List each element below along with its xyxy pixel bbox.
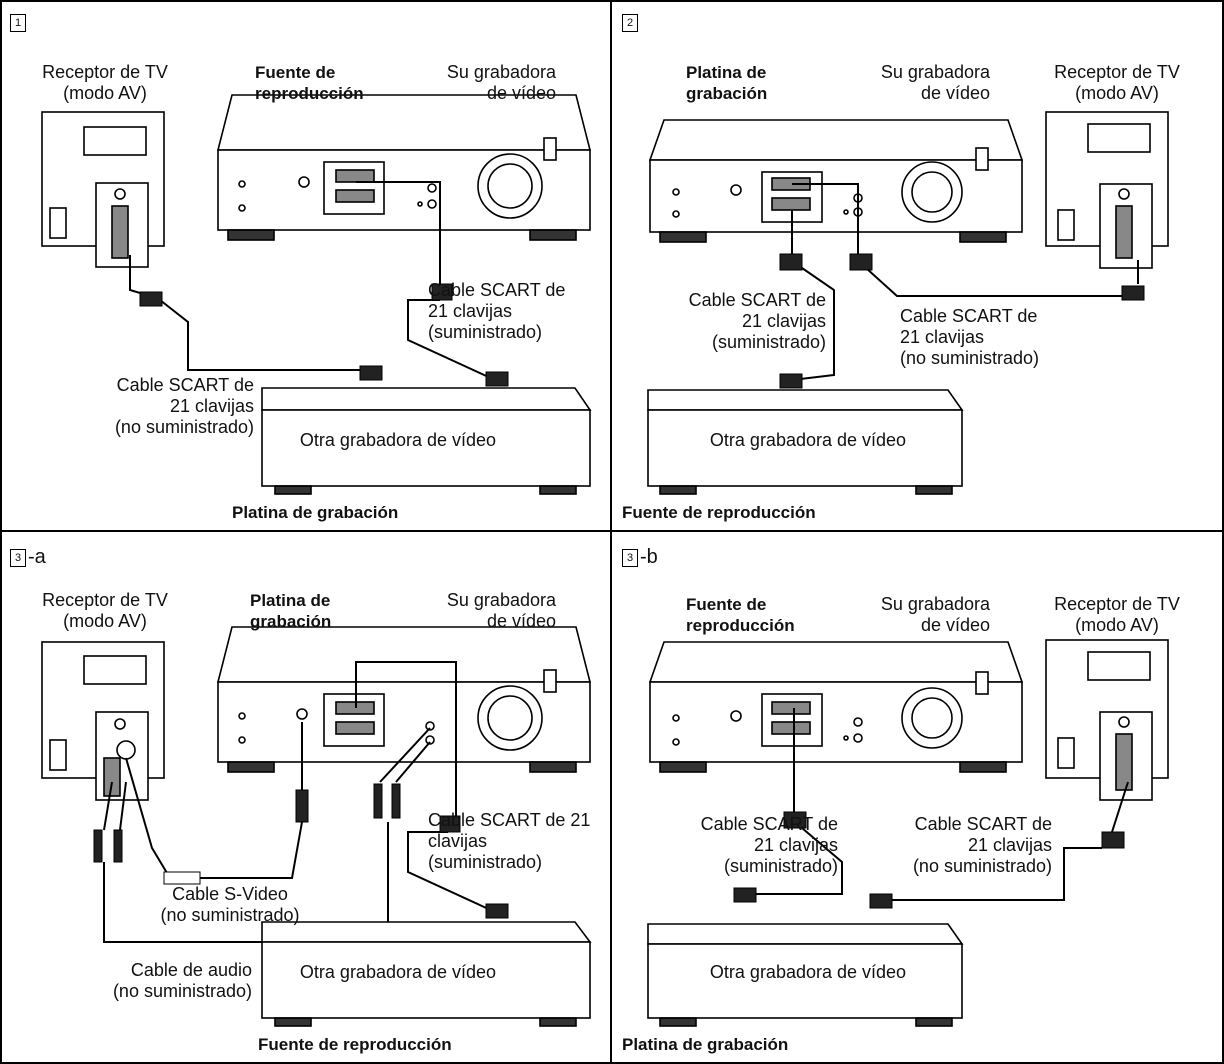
panel-1-drawing — [41, 94, 592, 495]
other-vcr-deck — [261, 387, 592, 495]
cable-audio-label: Cable de audio (no suministrado) — [112, 960, 252, 1001]
panel-2-drawing — [647, 111, 1169, 495]
role-top-label: Fuente de reproducción — [686, 595, 795, 635]
your-vcr — [216, 94, 592, 241]
cable-a-label: Cable SCART de 21 clavijas (suministrado… — [700, 814, 838, 876]
your-vcr — [648, 641, 1024, 773]
other-vcr-deck — [647, 389, 964, 495]
step-number: 3 — [622, 548, 638, 567]
panel-3a-drawing — [41, 626, 592, 1027]
tv-receiver — [1045, 111, 1169, 269]
scart-plugs — [733, 811, 1125, 909]
panel-1: 1 Receptor de TV (modo AV) Fuente de rep… — [0, 0, 610, 530]
step-number: 3 — [10, 548, 26, 567]
scart-plugs — [779, 253, 1145, 389]
other-vcr-deck — [261, 921, 592, 1027]
role-top-label: Platina de grabación — [250, 591, 332, 631]
tv-label: Receptor de TV (modo AV) — [42, 62, 168, 103]
tv-receiver — [41, 641, 165, 801]
step-label: 2 — [622, 14, 638, 32]
step-number: 1 — [10, 14, 26, 32]
cable-svideo-label: Cable S-Video (no suministrado) — [160, 884, 300, 925]
scart-cables — [129, 181, 496, 381]
step-suffix: -b — [640, 546, 658, 568]
step-number: 2 — [622, 14, 638, 32]
panel-2: 2 Platina de grabación Su grabadora de v… — [612, 0, 1222, 530]
cable-a-label: Cable SCART de 21 clavijas (suministrado… — [428, 810, 591, 872]
cable-a-label: Cable SCART de 21 clavijas (suministrado… — [428, 280, 566, 342]
step-label: 3 -a — [10, 546, 46, 569]
tv-label: Receptor de TV (modo AV) — [1054, 62, 1180, 103]
role-bottom-label: Platina de grabación — [232, 503, 399, 522]
your-vcr — [648, 119, 1024, 243]
step-label: 1 — [10, 14, 26, 32]
other-vcr-deck — [647, 923, 964, 1027]
vcr-label: Su grabadora de vídeo — [880, 62, 990, 103]
tv-receiver — [1045, 639, 1169, 801]
cables — [103, 661, 496, 943]
role-bottom-label: Fuente de reproducción — [258, 1035, 452, 1054]
tv-label: Receptor de TV (modo AV) — [42, 590, 168, 631]
tv-label: Receptor de TV (modo AV) — [1054, 594, 1180, 635]
panel-3b: 3 -b Fuente de reproducción Su grabadora… — [612, 532, 1222, 1062]
plugs — [93, 783, 509, 919]
other-vcr-label: Otra grabadora de vídeo — [709, 430, 907, 450]
scart-cables — [791, 183, 1139, 381]
other-vcr-label: Otra grabadora de vídeo — [299, 430, 497, 450]
step-suffix: -a — [28, 546, 46, 568]
scart-plugs — [139, 283, 509, 387]
step-label: 3 -b — [622, 546, 658, 569]
panel-3a: 3 -a Receptor de TV (modo AV) Platina de… — [0, 532, 610, 1062]
role-top-label: Platina de grabación — [686, 63, 768, 103]
tv-receiver — [41, 111, 165, 268]
other-vcr-label: Otra grabadora de vídeo — [709, 962, 907, 982]
panel-3b-drawing — [647, 639, 1169, 1027]
role-bottom-label: Fuente de reproducción — [622, 503, 816, 522]
vcr-label: Su grabadora de vídeo — [880, 594, 990, 635]
your-vcr — [216, 626, 592, 773]
role-bottom-label: Platina de grabación — [622, 1035, 789, 1054]
other-vcr-label: Otra grabadora de vídeo — [299, 962, 497, 982]
vcr-label: Su grabadora de vídeo — [446, 62, 556, 103]
scart-cables — [744, 708, 1129, 901]
cable-b-label: Cable SCART de 21 clavijas (no suministr… — [912, 814, 1052, 876]
vcr-label: Su grabadora de vídeo — [446, 590, 556, 631]
role-top-label: Fuente de reproducción — [255, 63, 364, 103]
cable-b-label: Cable SCART de 21 clavijas (no suministr… — [114, 375, 254, 437]
cable-b-label: Cable SCART de 21 clavijas (no suministr… — [900, 306, 1040, 368]
cable-a-label: Cable SCART de 21 clavijas (suministrado… — [688, 290, 826, 352]
